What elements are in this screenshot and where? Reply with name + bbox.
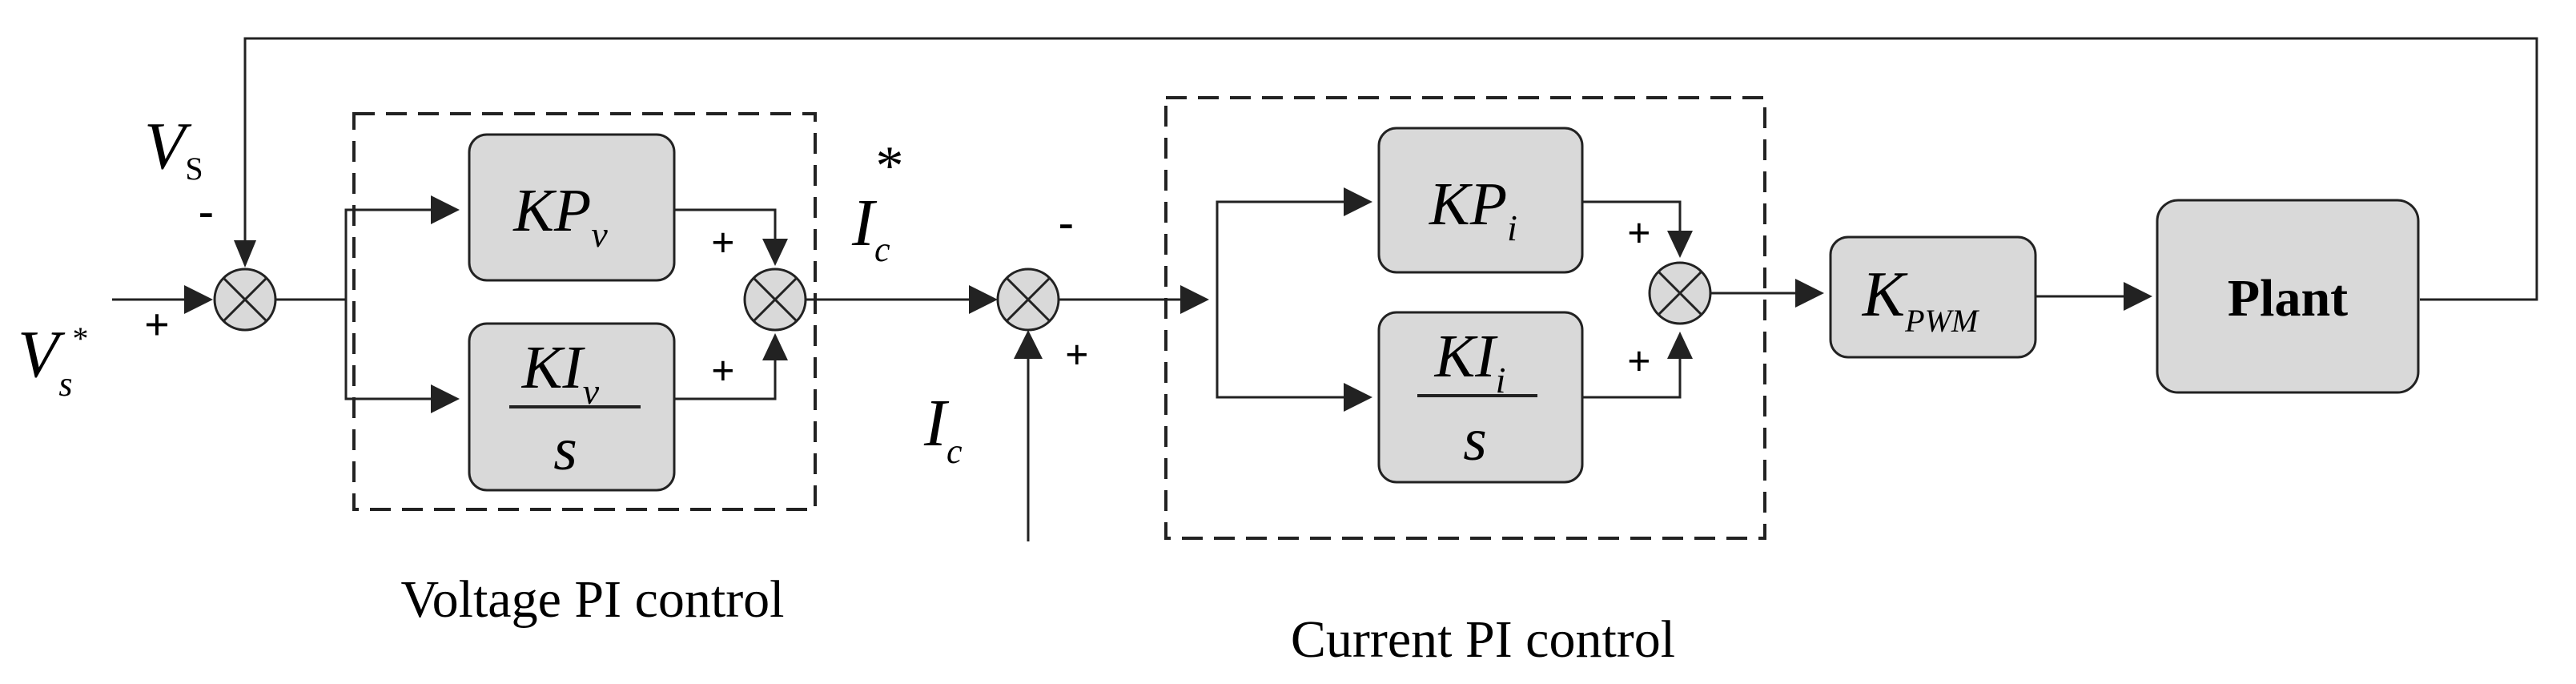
kpi-block: KPi: [1377, 127, 1584, 274]
vs-feedback-label: VS: [144, 109, 203, 187]
sign-s3-bottom: +: [1065, 332, 1089, 378]
summing-junction-4: [1648, 261, 1712, 325]
kii-denominator: s: [1463, 406, 1487, 473]
plant-input-wire: [2035, 282, 2152, 311]
kii-block: KIi s: [1377, 311, 1584, 484]
current-pi-caption: Current PI control: [1291, 610, 1675, 669]
ic-measured-label: Ic: [923, 386, 962, 471]
sign-s3-top: -: [1059, 198, 1074, 247]
sign-s2-top: +: [711, 220, 735, 266]
vs-reference-label: Vs*: [18, 317, 88, 404]
ic-reference-label: Ic*: [851, 135, 904, 269]
sign-s1-top: -: [199, 187, 214, 236]
plant-block: Plant: [2156, 199, 2420, 394]
kpwm-block: KPWM: [1829, 235, 2037, 359]
sign-s4-bottom: +: [1627, 339, 1651, 384]
kpv-block: KPv: [468, 133, 676, 282]
ic-ref-wire: [806, 285, 998, 314]
current-pi-frame: [1164, 96, 1766, 540]
kiv-block: KIv s: [468, 322, 676, 492]
sign-s1-left: +: [144, 300, 170, 350]
kpv-label: KPv: [512, 177, 608, 255]
voltage-pi-split-wires: [275, 195, 460, 413]
current-pi-split-wires: [1059, 187, 1372, 412]
kiv-numerator: KIv: [521, 334, 600, 412]
kiv-denominator: s: [553, 416, 577, 483]
ic-measured-wire: [1014, 330, 1043, 541]
plant-label: Plant: [2228, 269, 2348, 328]
voltage-pi-frame: [352, 112, 817, 511]
summing-junction-3: [996, 268, 1060, 332]
voltage-pi-caption: Voltage PI control: [400, 570, 784, 629]
kpi-label: KPi: [1429, 171, 1517, 248]
input-wire: [112, 285, 213, 314]
kii-numerator: KIi: [1434, 323, 1506, 400]
sign-s2-bottom: +: [711, 348, 735, 394]
kpwm-input-wire: [1710, 279, 1824, 308]
kpwm-label: KPWM: [1862, 260, 1980, 339]
voltage-pi-merge-wires: [674, 208, 788, 400]
summing-junction-1: [213, 268, 277, 332]
feedback-path: [234, 37, 2538, 301]
summing-junction-2: [743, 268, 807, 332]
sign-s4-top: +: [1627, 211, 1651, 256]
current-pi-merge-wires: [1582, 200, 1693, 399]
